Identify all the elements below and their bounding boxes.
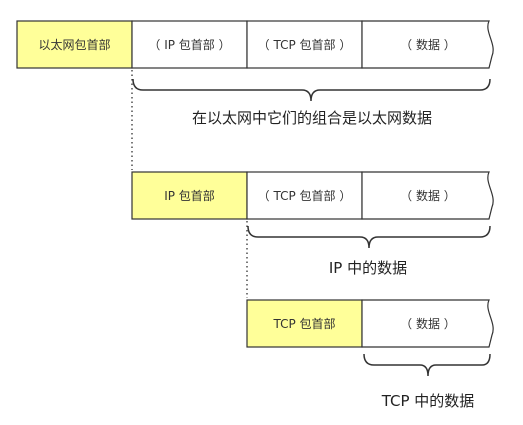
tcp-header-cell-2 [246,171,363,220]
data-label-2: （ 数据 ） [400,188,456,203]
ip-header-label-2: IP 包首部 [164,188,215,203]
data-label: （ 数据 ） [400,37,456,52]
row-tcp: TCP 包首部 （ 数据 ） TCP 中的数据 [246,299,494,410]
ip-header-cell-2 [131,171,248,220]
row-ethernet: 以太网包首部 （ IP 包首部 ） （ TCP 包首部 ） （ 数据 ） 在以太… [16,20,494,127]
ip-data-brace [247,225,491,249]
ip-header-cell [131,20,248,69]
ethernet-header-cell [16,20,133,69]
ethernet-data-brace [132,78,491,102]
ethernet-data-caption: 在以太网中它们的组合是以太网数据 [192,109,432,127]
tcp-header-label-3: TCP 包首部 [272,316,335,331]
tcp-header-cell-3 [246,299,363,348]
ip-data-caption: IP 中的数据 [329,259,407,277]
tcp-header-cell [246,20,363,69]
tcp-data-caption: TCP 中的数据 [381,392,475,410]
ip-header-label: （ IP 包首部 ） [148,37,230,52]
row-ip: IP 包首部 （ TCP 包首部 ） （ 数据 ） IP 中的数据 [131,171,494,277]
ethernet-header-label: 以太网包首部 [38,37,110,52]
data-cell-3 [361,299,494,348]
data-cell-2 [361,171,494,220]
data-label-3: （ 数据 ） [400,316,456,331]
data-cell [361,20,494,69]
tcp-data-brace [363,353,491,377]
tcp-header-label-2: （ TCP 包首部 ） [258,188,352,203]
tcp-header-label: （ TCP 包首部 ） [258,37,352,52]
